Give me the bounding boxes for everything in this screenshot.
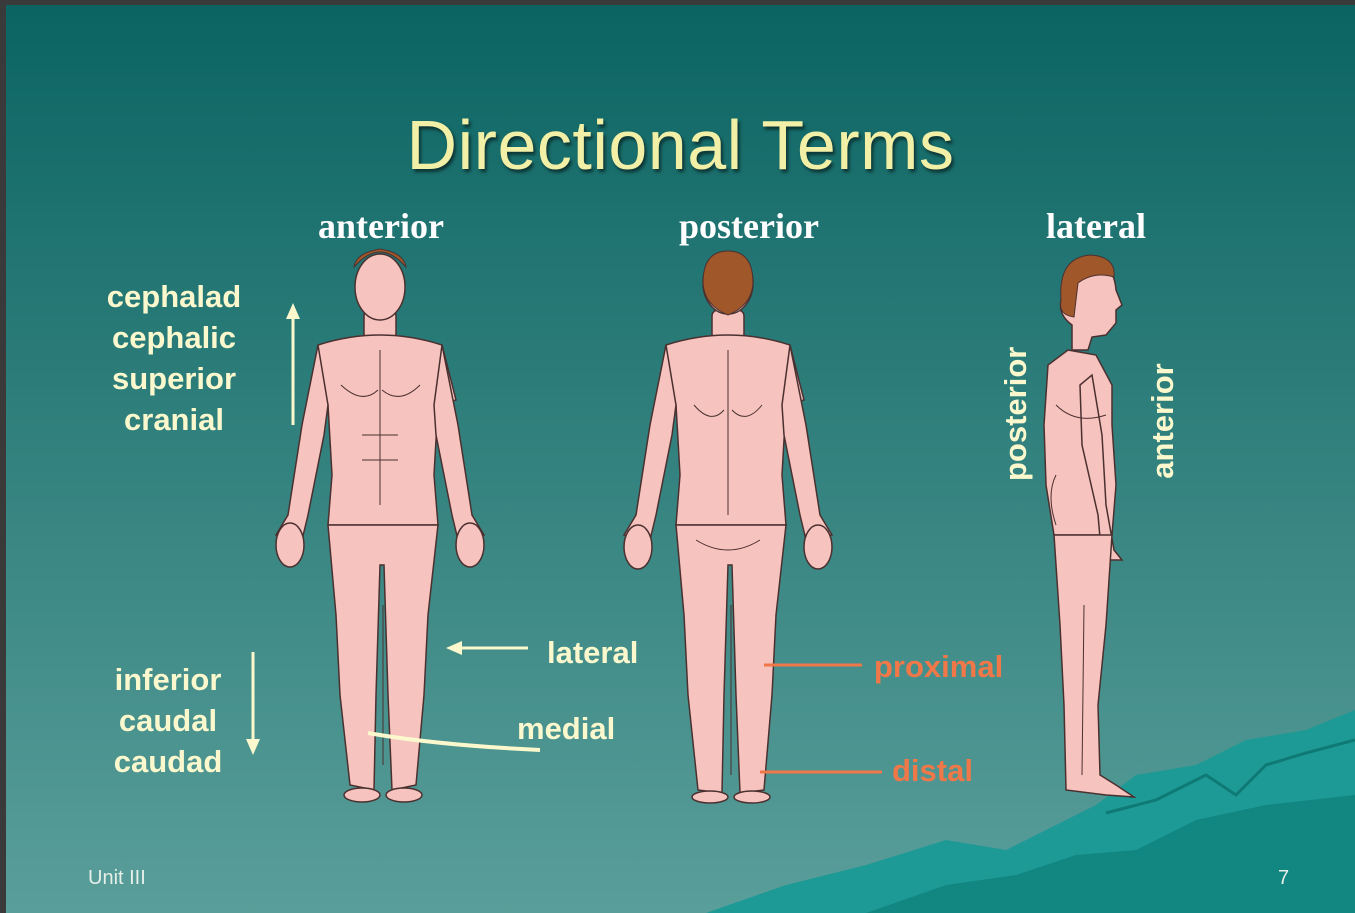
term-cephalic: cephalic (74, 317, 274, 358)
proximal-label: proximal (874, 649, 1003, 685)
term-superior: superior (74, 358, 274, 399)
side-anterior-label: anterior (1145, 356, 1181, 486)
slide: Directional Terms anterior posterior lat… (6, 5, 1355, 913)
lateral-arrow-label: lateral (547, 635, 638, 671)
footer-unit: Unit III (88, 867, 146, 890)
medial-arrow-label: medial (517, 711, 615, 747)
footer-page-number: 7 (1278, 867, 1289, 890)
distal-label: distal (892, 753, 973, 789)
term-caudad: caudad (68, 741, 268, 782)
term-cephalad: cephalad (74, 276, 274, 317)
term-cranial: cranial (74, 399, 274, 440)
term-inferior: inferior (68, 659, 268, 700)
term-caudal: caudal (68, 700, 268, 741)
superior-terms-list: cephalad cephalic superior cranial (74, 276, 274, 440)
inferior-terms-list: inferior caudal caudad (68, 659, 268, 782)
side-posterior-label: posterior (998, 351, 1034, 481)
